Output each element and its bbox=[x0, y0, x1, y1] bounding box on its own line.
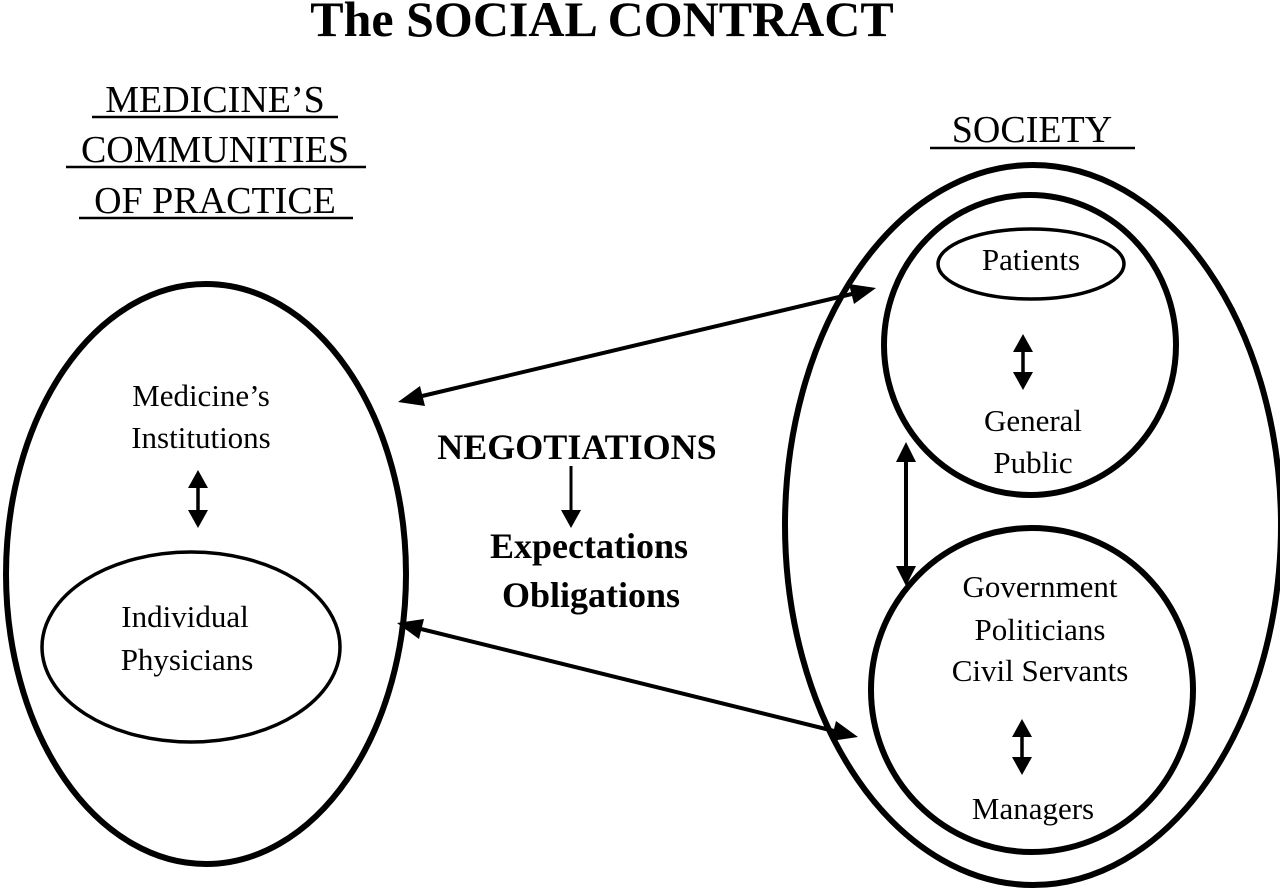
government-circle bbox=[868, 525, 1196, 855]
physicians-label-line-1: Individual bbox=[121, 599, 248, 634]
patients-ellipse bbox=[936, 227, 1126, 301]
government-label-line-2: Politicians bbox=[975, 612, 1106, 647]
public-circle bbox=[881, 192, 1179, 498]
patients-label: Patients bbox=[982, 242, 1080, 277]
institutions-label-line-1: Medicine’s bbox=[132, 378, 270, 413]
medicine-heading-line-3: OF PRACTICE bbox=[94, 180, 336, 222]
public-label-line-2: Public bbox=[993, 445, 1072, 480]
public-label-line-1: General bbox=[984, 403, 1082, 438]
diagram-title: The SOCIAL CONTRACT bbox=[310, 0, 893, 47]
government-label-line-1: Government bbox=[963, 569, 1118, 604]
institutions-label-line-2: Institutions bbox=[131, 420, 271, 455]
medicine-heading: MEDICINE’S COMMUNITIES OF PRACTICE bbox=[66, 79, 366, 222]
society-heading: SOCIETY bbox=[952, 109, 1112, 151]
lower-negotiation-double-arrow bbox=[397, 619, 858, 741]
society-outer-ellipse bbox=[782, 162, 1280, 888]
physicians-label-line-2: Physicians bbox=[121, 642, 254, 677]
managers-label: Managers bbox=[972, 791, 1094, 826]
medicine-outer-ellipse bbox=[3, 281, 409, 867]
government-managers-double-arrow bbox=[1012, 719, 1032, 775]
negotiations-label: NEGOTIATIONS bbox=[437, 427, 716, 467]
government-label-line-3: Civil Servants bbox=[952, 653, 1129, 688]
institutions-physicians-double-arrow bbox=[188, 470, 208, 528]
upper-negotiation-double-arrow bbox=[398, 284, 876, 406]
patients-public-double-arrow bbox=[1013, 334, 1033, 390]
physicians-ellipse bbox=[40, 550, 342, 744]
expectations-label: Expectations bbox=[490, 526, 688, 566]
negotiations-down-arrow bbox=[561, 466, 581, 528]
medicine-heading-line-2: COMMUNITIES bbox=[81, 129, 349, 171]
public-government-double-arrow bbox=[896, 442, 916, 586]
medicine-heading-line-1: MEDICINE’S bbox=[105, 79, 325, 121]
obligations-label: Obligations bbox=[502, 575, 680, 615]
